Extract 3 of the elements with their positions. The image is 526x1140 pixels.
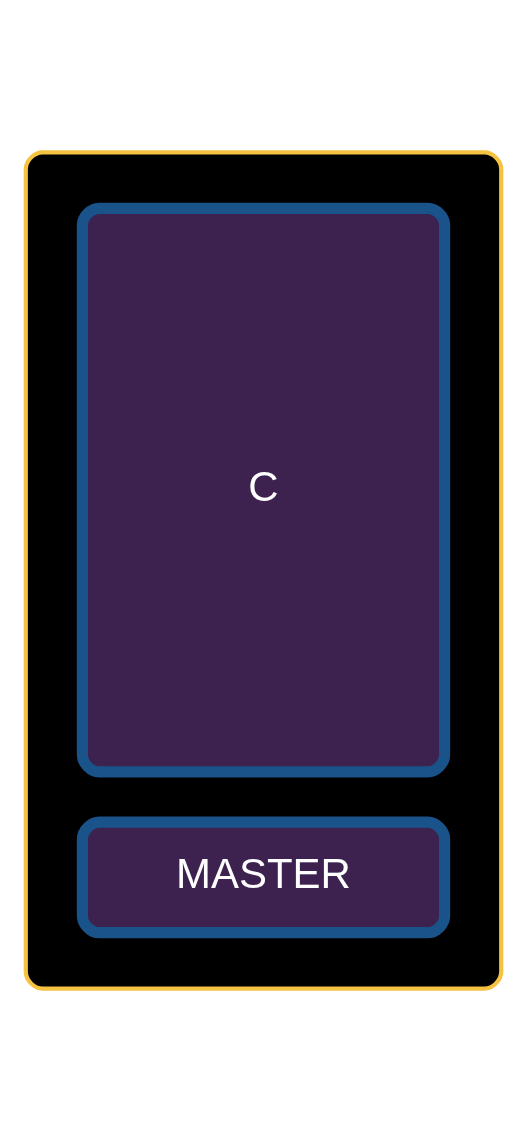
cluster [23,149,503,991]
node-box: MASTER [76,816,450,938]
node-box: C [76,202,450,777]
